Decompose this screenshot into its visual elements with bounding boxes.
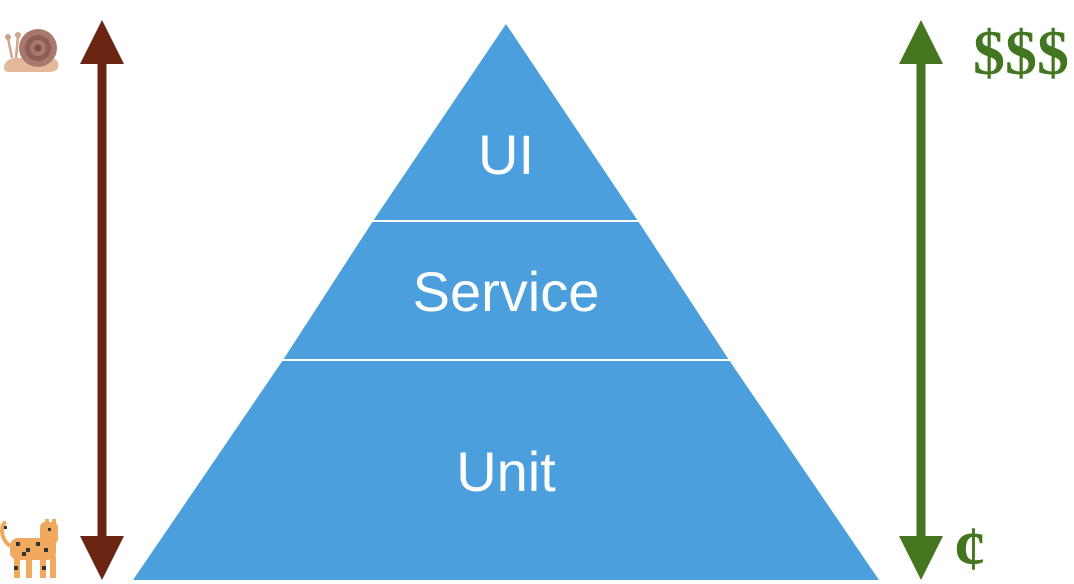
cost-arrowhead-down bbox=[899, 536, 943, 580]
pyramid-top-segment bbox=[373, 24, 638, 221]
cheetah-icon bbox=[0, 519, 58, 578]
speed-axis-arrow bbox=[80, 20, 124, 580]
snail-icon bbox=[4, 29, 59, 72]
speed-arrowhead-down bbox=[80, 536, 124, 580]
pyramid-middle-segment bbox=[283, 221, 729, 360]
layer-label-ui: UI bbox=[478, 123, 534, 186]
layer-label-unit: Unit bbox=[456, 440, 556, 503]
layer-label-service: Service bbox=[413, 260, 600, 323]
cost-axis-arrow bbox=[899, 20, 943, 580]
cost-low-label: ¢ bbox=[954, 513, 986, 584]
speed-arrowhead-up bbox=[80, 20, 124, 64]
cost-high-label: $$$ bbox=[973, 17, 1069, 88]
cost-arrowhead-up bbox=[899, 20, 943, 64]
test-pyramid: UI Service Unit bbox=[133, 24, 879, 580]
pyramid-bottom-segment bbox=[133, 360, 879, 580]
